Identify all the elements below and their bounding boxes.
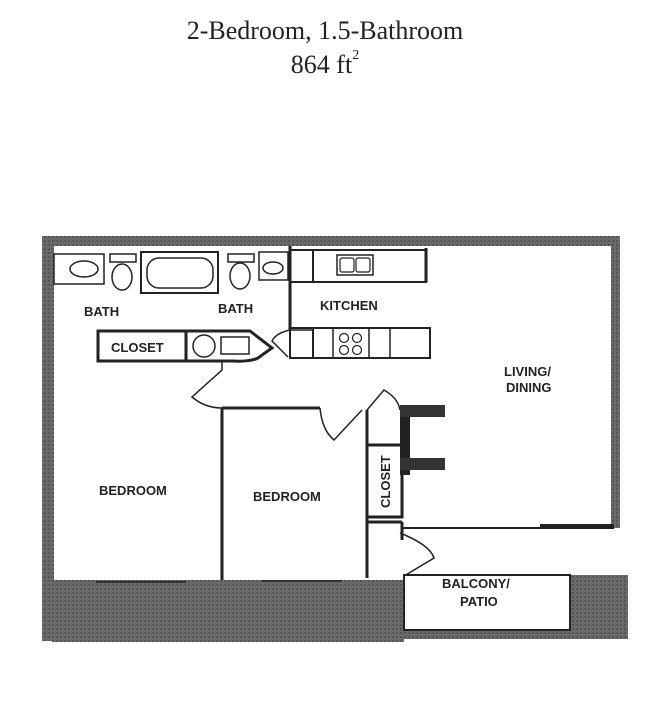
room-label-bath-1: BATH	[84, 304, 119, 319]
bathtub-frame	[140, 251, 219, 294]
room-label-dining: DINING	[506, 380, 552, 395]
bathtub-icon	[146, 257, 214, 289]
outer-wall-left	[42, 236, 54, 641]
room-label-bedroom-closet: CLOSET	[378, 455, 393, 508]
sink-2-icon	[262, 261, 284, 275]
living-wall-block	[400, 405, 410, 475]
balcony-area	[403, 574, 571, 631]
sink-counter-2	[258, 251, 289, 281]
door-swing-kitchen	[271, 329, 312, 358]
plan-title: 2-Bedroom, 1.5-Bathroom	[186, 16, 464, 45]
bedroom-closet	[365, 443, 404, 519]
stove-icon	[332, 327, 370, 359]
sink-1-icon	[69, 260, 99, 278]
room-label-bath-2: BATH	[218, 301, 253, 316]
room-label-hall-closet: CLOSET	[111, 340, 164, 355]
toilet-tank-1	[109, 253, 137, 263]
room-label-patio: PATIO	[460, 594, 498, 609]
kitchen-sink-icon	[336, 254, 374, 276]
room-label-balcony: BALCONY/	[442, 576, 510, 591]
door-swing-closet	[366, 389, 401, 411]
outer-wall-top	[42, 236, 620, 246]
room-label-living: LIVING/	[504, 364, 551, 379]
outer-wall-right	[611, 236, 620, 528]
sink-counter-1	[53, 253, 105, 285]
water-heater-icon	[192, 334, 216, 358]
hvac-unit-icon	[220, 336, 250, 355]
area-value: 864 ft	[290, 50, 353, 79]
burner-icon	[338, 332, 350, 344]
door-swing-bedroom2	[319, 407, 363, 442]
exterior-ground-right	[570, 575, 628, 637]
plan-area: 864 ft2	[0, 48, 650, 80]
room-label-bedroom-2: BEDROOM	[253, 489, 321, 504]
toilet-tank-2	[227, 253, 255, 263]
toilet-2-icon	[229, 262, 251, 290]
area-superscript: 2	[352, 48, 360, 63]
door-swing-hall	[190, 362, 223, 409]
exterior-ground-left	[52, 580, 404, 642]
room-label-bedroom-1: BEDROOM	[99, 483, 167, 498]
exterior-ground-bottom	[404, 630, 628, 639]
door-swing-balcony	[399, 532, 435, 577]
room-label-kitchen: KITCHEN	[320, 298, 378, 313]
toilet-1-icon	[111, 263, 133, 291]
